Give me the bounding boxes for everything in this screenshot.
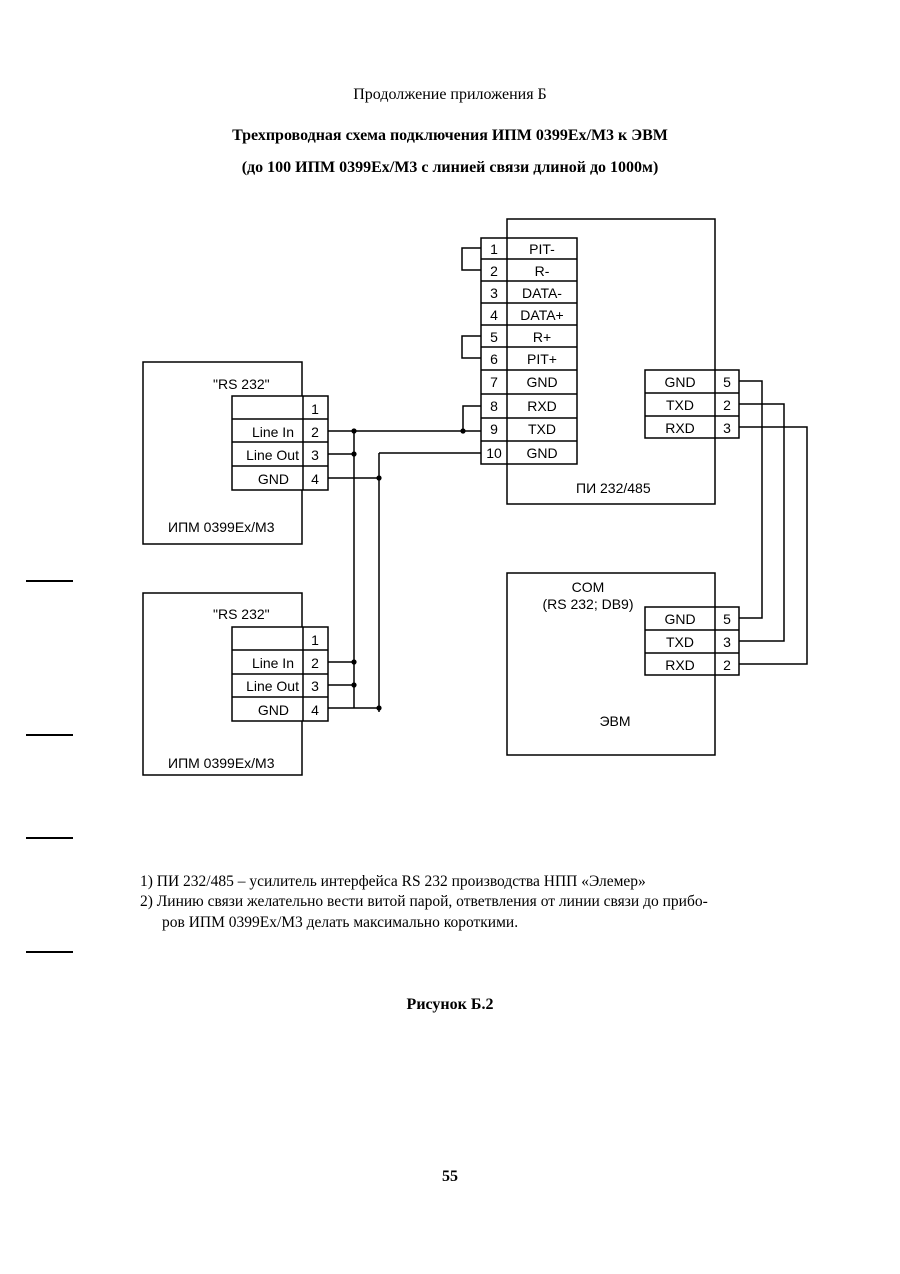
converter-pin-label: RXD — [527, 398, 557, 414]
continuation-header: Продолжение приложения Б — [353, 86, 547, 103]
device-1-pin-num: 1 — [311, 401, 319, 417]
margin-mark — [26, 580, 73, 582]
device-1-pin-num: 2 — [311, 424, 319, 440]
converter-pin-num: 7 — [490, 374, 498, 390]
converter-pin-label: GND — [526, 374, 557, 390]
converter-pin-block — [480, 237, 578, 465]
converter-pin-label: DATA+ — [520, 307, 563, 323]
device-1-pin-label: Line In — [252, 424, 294, 440]
converter-rs232-num: 5 — [723, 374, 731, 390]
converter-pin-label: R- — [535, 263, 550, 279]
computer-port-label: COM — [572, 579, 605, 595]
converter-rs232-num: 2 — [723, 397, 731, 413]
converter-rs232-label: RXD — [665, 420, 695, 436]
device-2-pin-label: Line In — [252, 655, 294, 671]
computer-pin-label: TXD — [666, 634, 694, 650]
converter-pin-num: 1 — [490, 241, 498, 257]
diagram-subtitle: (до 100 ИПМ 0399Ex/М3 с линией связи дли… — [241, 159, 659, 176]
device-2-pin-label: GND — [258, 702, 289, 718]
converter-pin-num: 3 — [490, 285, 498, 301]
computer-pin-label: GND — [664, 611, 695, 627]
device-2-pin-num: 2 — [311, 655, 319, 671]
figure-caption: Рисунок Б.2 — [406, 996, 494, 1013]
computer-pin-num: 3 — [723, 634, 731, 650]
margin-mark — [26, 734, 73, 736]
computer-pin-num: 5 — [723, 611, 731, 627]
converter-pin-label: GND — [526, 445, 557, 461]
converter-pin-num: 5 — [490, 329, 498, 345]
device-2-pin-num: 1 — [311, 632, 319, 648]
converter-pin-num: 4 — [490, 307, 498, 323]
page-number: 55 — [442, 1168, 458, 1185]
computer-port-type: (RS 232; DB9) — [542, 596, 633, 612]
margin-mark — [26, 951, 73, 953]
converter-rs232-label: GND — [664, 374, 695, 390]
note-1: 1) ПИ 232/485 – усилитель интерфейса RS … — [140, 873, 646, 890]
converter-pin-num: 2 — [490, 263, 498, 279]
device-1-port-label: "RS 232" — [213, 376, 270, 392]
computer-pin-label: RXD — [665, 657, 695, 673]
device-2-pin-num: 4 — [311, 702, 319, 718]
device-2-port-label: "RS 232" — [213, 606, 270, 622]
wire-txd — [739, 403, 785, 642]
device-1-pin-label: GND — [258, 471, 289, 487]
device-1-pin-num: 3 — [311, 447, 319, 463]
wire-rxd — [739, 426, 808, 665]
converter-pin-label: TXD — [528, 421, 556, 437]
converter-pin-num: 6 — [490, 351, 498, 367]
device-1-pin-label: Line Out — [246, 447, 299, 463]
device-2-name: ИПМ 0399Ex/М3 — [168, 755, 275, 771]
device-2-pin-label: Line Out — [246, 678, 299, 694]
note-2-line-2: ров ИПМ 0399Ex/М3 делать максимально кор… — [162, 914, 519, 931]
converter-rs232-block — [644, 369, 740, 439]
device-1-pin-num: 4 — [311, 471, 319, 487]
converter-rs232-num: 3 — [723, 420, 731, 436]
converter-name: ПИ 232/485 — [576, 480, 651, 496]
converter-pin-label: R+ — [533, 329, 551, 345]
computer-name: ЭВМ — [599, 713, 630, 729]
note-2-line-1: 2) Линию связи желательно вести витой па… — [140, 893, 708, 910]
converter-pin-num: 9 — [490, 421, 498, 437]
converter-pin-num: 10 — [486, 445, 502, 461]
converter-pin-label: PIT+ — [527, 351, 557, 367]
converter-pin-label: PIT- — [529, 241, 555, 257]
computer-pin-num: 2 — [723, 657, 731, 673]
device-1-pin-block — [231, 395, 329, 491]
device-1-name: ИПМ 0399Ex/М3 — [168, 519, 275, 535]
device-2-pin-num: 3 — [311, 678, 319, 694]
converter-pin-label: DATA- — [522, 285, 562, 301]
diagram-title: Трехпроводная схема подключения ИПМ 0399… — [232, 127, 668, 144]
converter-pin-num: 8 — [490, 398, 498, 414]
wire-gnd — [739, 380, 763, 619]
converter-rs232-label: TXD — [666, 397, 694, 413]
margin-mark — [26, 837, 73, 839]
wiring-diagram: 1 PIT- 2 R- 3 DATA- 4 DATA+ 5 R+ 6 PIT+ … — [142, 218, 808, 776]
